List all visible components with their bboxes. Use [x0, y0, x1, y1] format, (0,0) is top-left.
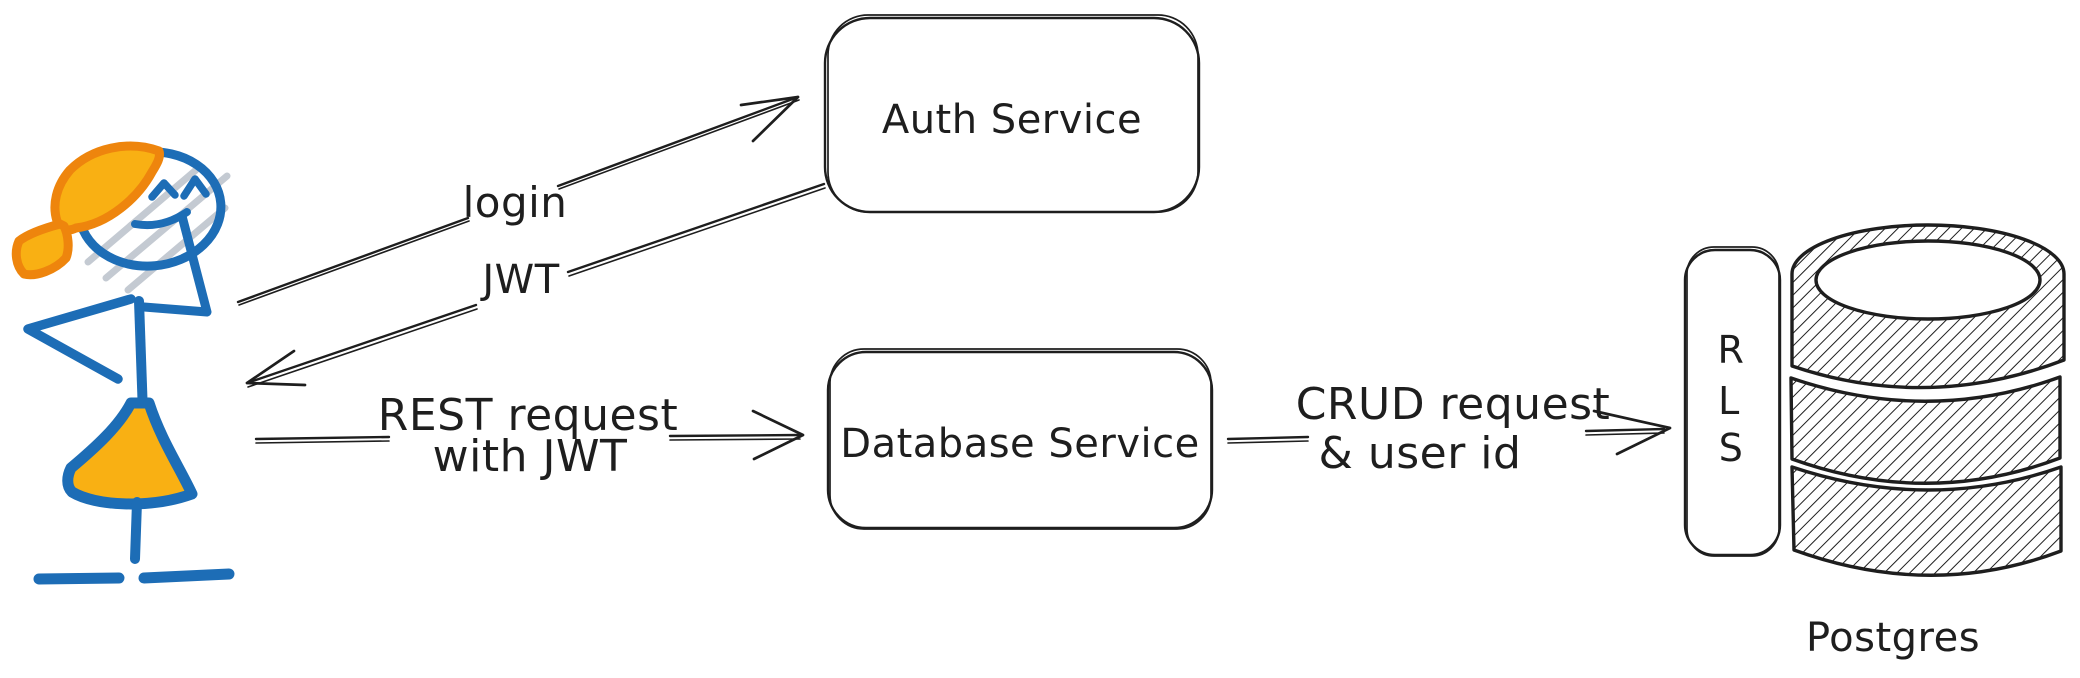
database-service-box: [826, 350, 1214, 530]
database-service-label: Database Service: [840, 421, 1199, 467]
rest-arrow-line-sketch: [255, 438, 801, 444]
jwt-arrow: [245, 182, 826, 388]
jwt-arrow-line-sketch: [247, 187, 826, 388]
login-edge-label: login: [463, 178, 568, 227]
login-arrow-line: [236, 95, 800, 304]
jwt-edge-label: JWT: [479, 257, 559, 303]
actor-right-eye: [180, 175, 210, 200]
database-service-box-sketch: [829, 348, 1212, 530]
login-arrow: [236, 95, 800, 306]
crud-arrow-line: [1226, 427, 1666, 441]
crud-arrow-line-sketch: [1227, 432, 1665, 444]
rest-edge-label-line1: REST request: [378, 390, 678, 441]
rls-box-sketch: [1686, 246, 1780, 557]
auth-service-box-sketch: [827, 14, 1199, 213]
auth-service-label: Auth Service: [882, 97, 1142, 143]
face-hatch-line: [124, 204, 229, 294]
rls-letter-l: L: [1718, 379, 1740, 423]
actor-hair-tail: [11, 219, 73, 280]
user-actor: [11, 141, 235, 585]
cylinder-middle-segment: [1789, 375, 2062, 485]
login-arrowhead-icon: [739, 95, 800, 143]
actor-skirt: [62, 397, 198, 510]
actor-feet: [33, 568, 235, 585]
actor-arm-hip: [23, 294, 136, 384]
rls-box: [1683, 248, 1782, 557]
rest-arrow: [254, 409, 805, 461]
crud-edge-label-line1: CRUD request: [1296, 379, 1611, 430]
actor-body: [134, 296, 148, 419]
rest-arrowhead-icon: [751, 409, 805, 461]
actor-leg: [130, 497, 142, 564]
login-arrow-line-sketch: [238, 99, 800, 306]
crud-arrow: [1226, 409, 1672, 456]
cylinder-bottom-segment: [1790, 465, 2063, 577]
rls-letter-s: S: [1719, 426, 1744, 470]
postgres-database-icon: [1789, 223, 2066, 577]
actor-left-eye: [148, 179, 179, 201]
cylinder-top-opening: [1814, 239, 2042, 321]
rest-edge-label-line2: with JWT: [433, 431, 628, 482]
rls-letter-r: R: [1718, 328, 1745, 372]
crud-edge-label-line2: & user id: [1319, 428, 1522, 479]
database-service-node: Database Service: [826, 348, 1214, 530]
jwt-arrowhead-icon: [245, 349, 307, 387]
actor-arm-chin: [139, 211, 212, 317]
rls-node: R L S: [1683, 246, 1782, 557]
auth-service-node: Auth Service: [823, 14, 1201, 214]
postgres-label: Postgres: [1806, 615, 1980, 661]
face-hatch-line: [84, 166, 200, 266]
jwt-arrow-line: [245, 182, 826, 385]
rest-arrow-line: [254, 433, 802, 441]
crud-arrowhead-icon: [1592, 409, 1672, 456]
